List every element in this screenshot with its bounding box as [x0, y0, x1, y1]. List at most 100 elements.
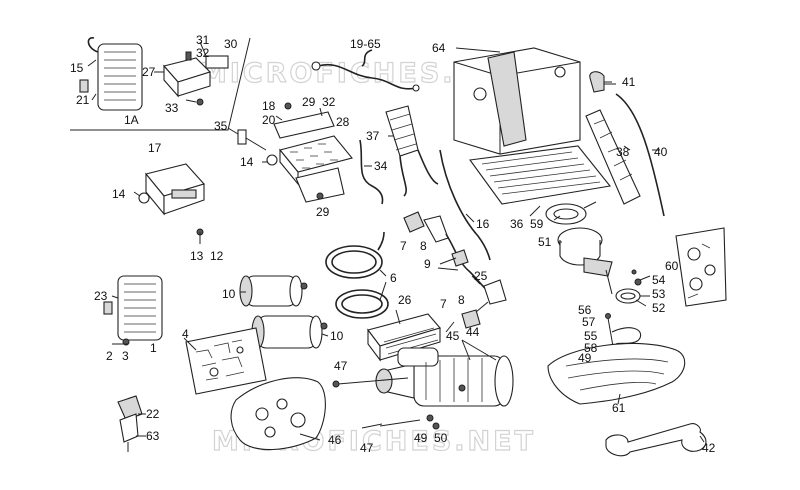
callout-17: 17: [148, 141, 162, 155]
pin-35: [237, 129, 278, 166]
callout-15: 15: [70, 61, 84, 75]
callout-45: 45: [446, 329, 460, 343]
module-26: [367, 313, 441, 362]
bracket-37: [385, 105, 439, 197]
callout-51: 51: [538, 235, 552, 249]
callout-37: 37: [366, 129, 380, 143]
starter-motor-44: [375, 347, 514, 407]
leader-lines: [87, 41, 705, 443]
callout-28: 28: [336, 115, 350, 129]
callout-63: 63: [146, 429, 160, 443]
bolt-47-upper-head: [332, 380, 340, 388]
callout-58: 58: [584, 341, 598, 355]
ignition-coil-10-lower: [251, 315, 328, 349]
o-rings-52-54: [615, 269, 642, 304]
callout-29-upper: 29: [302, 95, 316, 109]
callout-8: 8: [458, 293, 465, 307]
callout-7: 7: [440, 297, 447, 311]
callout-52: 52: [652, 301, 666, 315]
battery-64: [453, 47, 581, 155]
rod-40: [615, 93, 665, 217]
callout-14-upper: 14: [240, 155, 254, 169]
callout-49: 49: [414, 431, 428, 445]
callout-59: 59: [530, 217, 544, 231]
callout-labels: 15 21 1A 27 31 32 30 33 19-65 64 41 18 2…: [70, 33, 716, 455]
gasket-kit-46: [230, 377, 326, 451]
battery-tray-36: [469, 145, 612, 205]
callout-27: 27: [142, 65, 156, 79]
callout-44: 44: [466, 325, 480, 339]
callout-54: 54: [652, 273, 666, 287]
callout-1a: 1A: [124, 113, 139, 127]
terminal-cap-41: [589, 71, 616, 93]
callout-46: 46: [328, 433, 342, 447]
plug-cap-8: [461, 279, 507, 329]
bolt-47-lower: [379, 419, 421, 427]
strap-38: [585, 109, 641, 205]
callout-29: 29: [316, 205, 330, 219]
relay-17: [138, 163, 205, 244]
callout-49-right: 49: [578, 351, 592, 365]
callout-33: 33: [165, 101, 179, 115]
fuse-box-28: [273, 102, 353, 203]
inset-frame: [70, 37, 251, 131]
callout-7-upper: 7: [400, 239, 407, 253]
callout-56: 56: [578, 303, 592, 317]
callout-10-upper: 10: [222, 287, 236, 301]
callout-40: 40: [654, 145, 668, 159]
callout-31: 31: [196, 33, 210, 47]
callout-26: 26: [398, 293, 412, 307]
callout-1: 1: [150, 341, 157, 355]
callout-50: 50: [434, 431, 448, 445]
callout-9: 9: [424, 257, 431, 271]
ignition-coil-10-upper: [239, 275, 308, 307]
callout-20: 20: [262, 113, 276, 127]
callout-60: 60: [665, 259, 679, 273]
callout-32-inset: 32: [196, 46, 210, 60]
callout-42: 42: [702, 441, 716, 455]
callout-19-65: 19-65: [350, 37, 381, 51]
callout-14: 14: [112, 187, 126, 201]
callout-6: 6: [390, 271, 397, 285]
regulator-1a: [79, 37, 143, 111]
tool-bag-61: [547, 342, 686, 405]
callout-12: 12: [210, 249, 224, 263]
callout-2: 2: [106, 349, 113, 363]
callout-55: 55: [584, 329, 598, 343]
callout-41: 41: [622, 75, 636, 89]
callout-53: 53: [652, 287, 666, 301]
callout-3: 3: [122, 349, 129, 363]
callout-13: 13: [190, 249, 204, 263]
clamp-59: [545, 201, 597, 225]
callout-16: 16: [476, 217, 490, 231]
callout-64: 64: [432, 41, 446, 55]
cable-16: [439, 149, 491, 261]
bolt-47-upper: [337, 377, 409, 385]
rectifier-27: [162, 51, 229, 106]
regulator-23: [103, 275, 163, 346]
callout-21: 21: [76, 93, 90, 107]
cable-19-65: [311, 49, 420, 92]
callout-47-upper: 47: [334, 359, 348, 373]
plug-22-63: [117, 395, 143, 452]
callout-34: 34: [374, 159, 388, 173]
callout-25: 25: [474, 269, 488, 283]
distributor-51: [557, 227, 613, 295]
callout-36: 36: [510, 217, 524, 231]
ht-leads-6: [325, 231, 389, 319]
callout-18: 18: [262, 99, 276, 113]
callout-4: 4: [182, 327, 189, 341]
bolts-49-50: [426, 414, 440, 430]
callout-35: 35: [214, 119, 228, 133]
callout-47-lower: 47: [360, 441, 374, 455]
callout-38: 38: [616, 145, 630, 159]
wiring-sheet-4: [185, 327, 267, 395]
callout-8-upper: 8: [420, 239, 427, 253]
spanner-42: [605, 423, 707, 457]
wire-34: [359, 139, 384, 205]
callout-22: 22: [146, 407, 160, 421]
callout-57: 57: [582, 315, 596, 329]
callout-23: 23: [94, 289, 108, 303]
